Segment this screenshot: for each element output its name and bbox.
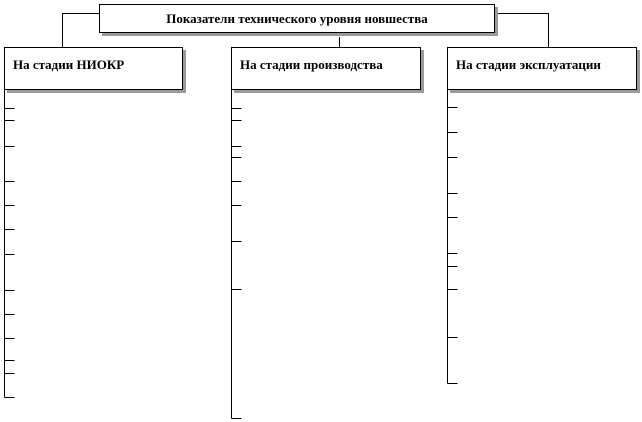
diagram-title: Показатели технического уровня новшества	[166, 11, 428, 26]
column-production-label: На стадии производства	[240, 57, 383, 72]
column-niokr-box: На стадии НИОКР	[4, 47, 183, 90]
list-item-markers	[4, 90, 458, 419]
column-production-box: На стадии производства	[231, 47, 421, 90]
column-operation-box: На стадии эксплуатации	[447, 47, 637, 90]
column-niokr-label: На стадии НИОКР	[13, 57, 125, 72]
connector-right	[495, 13, 549, 47]
column-operation-label: На стадии эксплуатации	[456, 57, 601, 72]
diagram-title-box: Показатели технического уровня новшества	[99, 4, 495, 33]
connector-left	[62, 13, 100, 47]
